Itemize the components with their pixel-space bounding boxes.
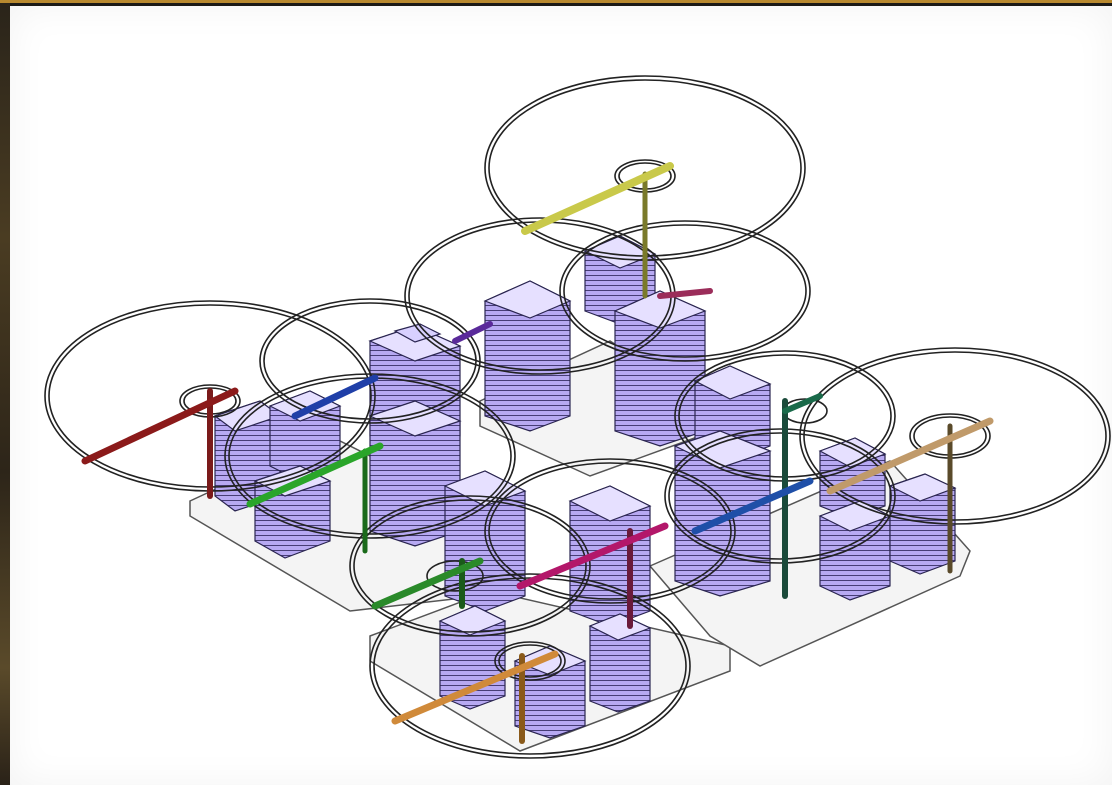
building-sw-block <box>253 465 332 559</box>
tower-center-east <box>568 485 652 627</box>
tower-north-c <box>613 290 707 447</box>
crane-magenta <box>516 522 669 629</box>
crane-blue-west <box>291 374 379 420</box>
ring-south <box>369 573 691 759</box>
diagram-canvas <box>10 6 1112 785</box>
crane-green-west <box>246 442 384 554</box>
block-east-c <box>888 473 957 575</box>
tower-center <box>443 470 527 612</box>
block-south-c <box>588 613 652 713</box>
crane-green-center <box>371 557 484 610</box>
crane-maroon-north <box>657 288 713 299</box>
ring-north-east <box>559 220 811 362</box>
crane-radius-rings <box>44 75 1111 759</box>
ring-far-east <box>799 347 1111 525</box>
crane-teal <box>782 393 823 599</box>
tower-cranes <box>81 162 994 744</box>
crane-site-diagram <box>44 75 1111 759</box>
crane-yellow <box>521 162 674 299</box>
tower-north-a <box>483 280 572 432</box>
frame-top-edge <box>0 0 1112 3</box>
ring-east-lower <box>664 428 896 564</box>
ring-west-inner <box>259 298 481 424</box>
ring-center-east <box>484 458 736 604</box>
crane-purple <box>452 321 493 344</box>
crane-red <box>81 387 239 499</box>
crane-blue-east <box>691 477 814 535</box>
crane-orange <box>391 650 559 744</box>
crane-tan <box>826 417 994 574</box>
ring-center <box>349 495 591 637</box>
block-east-b <box>818 500 892 601</box>
frame-left-strip <box>0 3 10 785</box>
buildings <box>213 235 957 739</box>
